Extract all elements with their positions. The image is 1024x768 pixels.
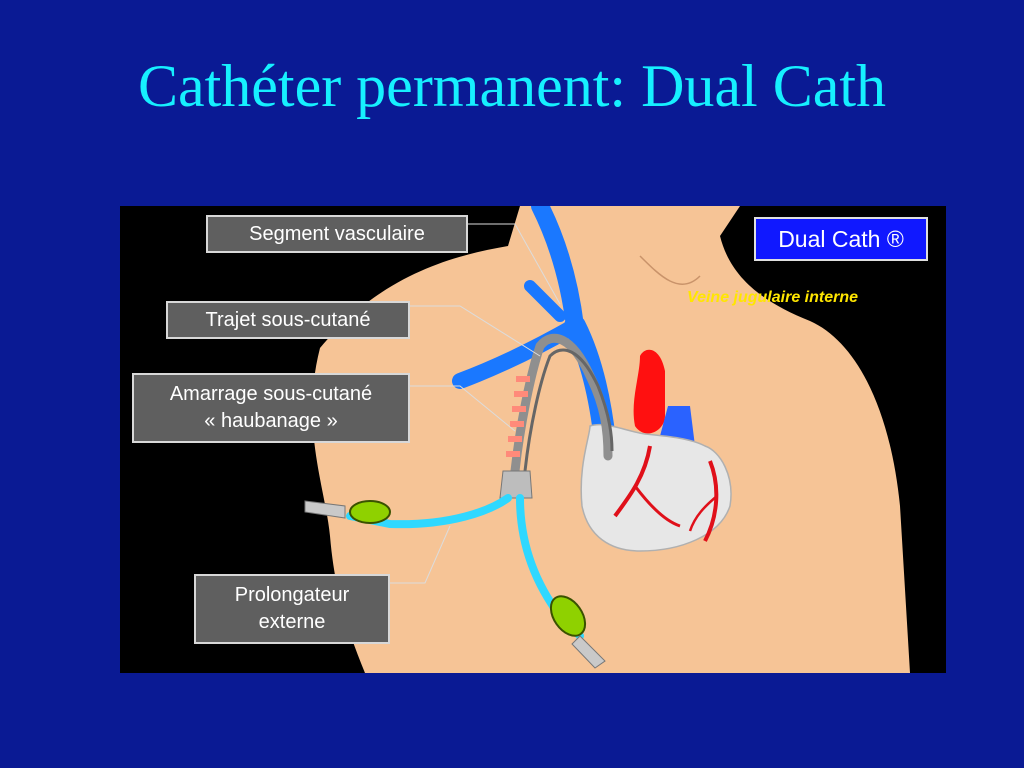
label-text-line1: Amarrage sous-cutané <box>169 383 373 405</box>
luer-connector <box>304 500 346 519</box>
label-text-line1: Prolongateur <box>234 584 350 606</box>
anatomy-illustration <box>304 206 910 673</box>
label-text-line2: externe <box>258 611 326 633</box>
luer-connector <box>571 635 606 669</box>
extension-tube <box>346 494 512 529</box>
clamp <box>549 595 587 637</box>
anchor-cuff <box>506 376 530 457</box>
catheter-tube <box>523 348 614 472</box>
label-trajet-sous-cutane: Trajet sous-cutané <box>166 301 410 339</box>
coronary-vessel <box>703 460 719 542</box>
vein-branch <box>524 280 566 322</box>
coronary-vessel <box>688 495 718 532</box>
clamp <box>349 500 391 524</box>
catheter-hub <box>499 470 533 499</box>
label-text: Segment vasculaire <box>249 223 425 245</box>
label-segment-vasculaire: Segment vasculaire <box>206 215 468 253</box>
heart <box>580 423 732 552</box>
aorta <box>633 349 665 434</box>
coronary-vessel <box>613 445 652 518</box>
label-text-line2: « haubanage » <box>204 410 338 432</box>
label-prolongateur: Prolongateur externe <box>194 574 390 644</box>
subclavian-vein <box>452 318 583 389</box>
vein-label: Veine jugulaire interne <box>687 289 859 306</box>
neck-crease <box>639 255 701 286</box>
leader-lines <box>390 223 561 584</box>
label-text: Trajet sous-cutané <box>205 309 371 331</box>
catheter-diagram: Dual Cath ® Veine jugulaire interne Segm… <box>120 206 946 673</box>
brand-label: Dual Cath ® <box>754 217 928 261</box>
jugular-vein <box>531 206 584 335</box>
slide-title: Cathéter permanent: Dual Cath <box>137 53 887 119</box>
coronary-vessel <box>633 485 681 528</box>
label-amarrage: Amarrage sous-cutané « haubanage » <box>132 373 410 443</box>
